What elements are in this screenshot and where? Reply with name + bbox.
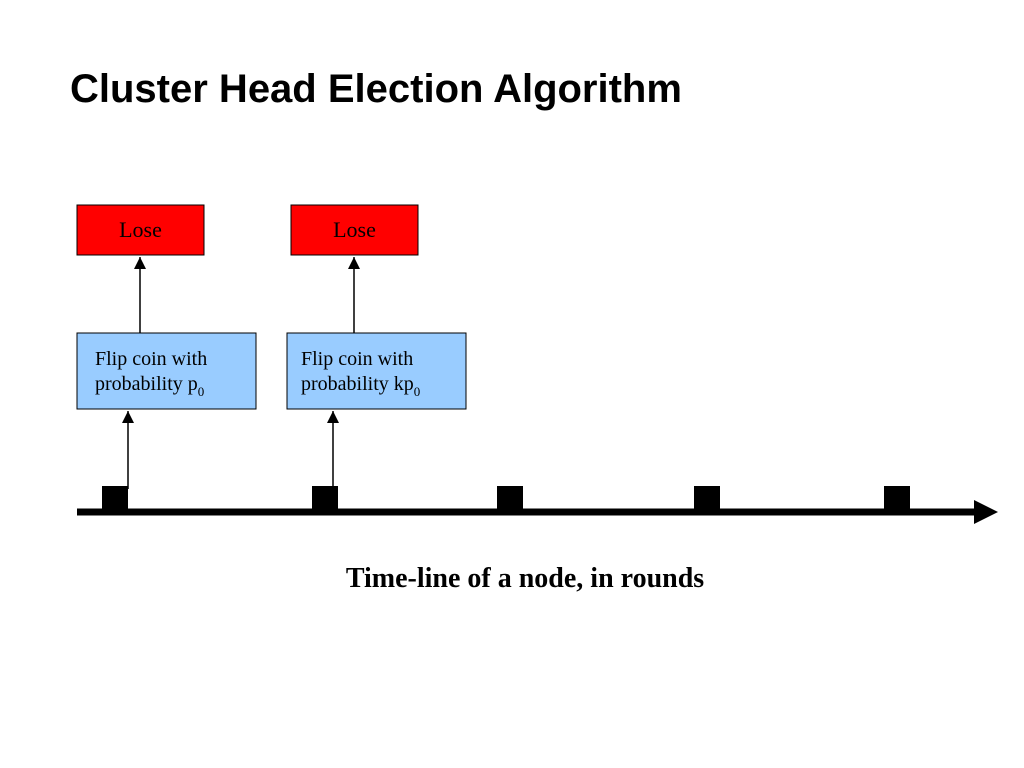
round-marker-5 xyxy=(884,486,910,512)
slide-title: Cluster Head Election Algorithm xyxy=(70,67,682,111)
round-marker-2 xyxy=(312,486,338,512)
flip-box-2-line2: probability kp0 xyxy=(301,373,420,399)
flip-box-1-line1: Flip coin with xyxy=(95,348,207,370)
lose-box-1: Lose xyxy=(76,204,205,256)
round-marker-4 xyxy=(694,486,720,512)
lose-box-1-label: Lose xyxy=(119,217,162,242)
lose-box-2: Lose xyxy=(290,204,419,256)
lose-box-2-label: Lose xyxy=(333,217,376,242)
round-marker-3 xyxy=(497,486,523,512)
round-marker-1 xyxy=(102,486,128,512)
flip-box-2-line1: Flip coin with xyxy=(301,348,413,370)
timeline-caption: Time-line of a node, in rounds xyxy=(345,563,705,594)
flip-box-1: Flip coin with probability p0 xyxy=(76,332,257,410)
flip-box-1-line2: probability p0 xyxy=(95,373,204,399)
timeline-arrowhead xyxy=(974,500,998,524)
flip-box-2: Flip coin with probability kp0 xyxy=(286,332,467,410)
